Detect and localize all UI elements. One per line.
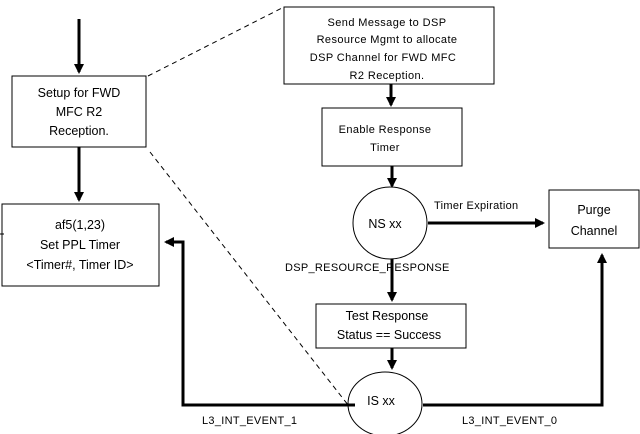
- enable-timer-line-1: Enable Response: [339, 124, 432, 136]
- send-message-line-1: Send Message to DSP: [328, 17, 447, 29]
- purge-line-1: Purge: [577, 203, 610, 217]
- af5-node: af5(1,23) Set PPL Timer <Timer#, Timer I…: [0, 203, 160, 287]
- send-message-line-2: Resource Mgmt to allocate: [317, 34, 458, 46]
- l3-int-event-1-arrow: [164, 237, 355, 407]
- timer-expiration-label: Timer Expiration: [434, 200, 518, 212]
- setup-line-1: Setup for FWD: [38, 86, 121, 100]
- test-response-line-1: Test Response: [346, 309, 429, 323]
- l3-int-event-0-label: L3_INT_EVENT_0: [462, 415, 557, 427]
- af5-line-3: <Timer#, Timer ID>: [26, 258, 133, 272]
- send-message-node: Send Message to DSP Resource Mgmt to all…: [283, 6, 495, 85]
- purge-line-2: Channel: [571, 224, 618, 238]
- l3-int-event-0-arrow: [423, 253, 607, 407]
- dsp-resource-response-label: DSP_RESOURCE_RESPONSE: [285, 262, 450, 274]
- is-state-node: IS xx: [347, 371, 423, 434]
- af5-line-2: Set PPL Timer: [40, 238, 120, 252]
- setup-line-3: Reception.: [49, 124, 109, 138]
- test-response-node: Test Response Status == Success: [315, 303, 467, 349]
- purge-channel-node: Purge Channel: [548, 189, 640, 249]
- enable-timer-line-2: Timer: [370, 142, 400, 154]
- enable-timer-node: Enable Response Timer: [321, 107, 463, 167]
- l3-int-event-1-label: L3_INT_EVENT_1: [202, 415, 297, 427]
- send-message-line-4: R2 Reception.: [350, 70, 425, 82]
- dashed-connector-bottom: [149, 151, 353, 411]
- setup-node: Setup for FWD MFC R2 Reception.: [11, 75, 147, 148]
- ns-state-node: NS xx: [352, 186, 428, 260]
- dashed-connector-top: [147, 6, 285, 77]
- af5-line-1: af5(1,23): [55, 218, 105, 232]
- test-response-line-2: Status == Success: [337, 328, 441, 342]
- send-message-line-3: DSP Channel for FWD MFC: [310, 52, 457, 64]
- is-state-label: IS xx: [367, 394, 396, 408]
- ns-state-label: NS xx: [368, 217, 402, 231]
- setup-line-2: MFC R2: [56, 105, 103, 119]
